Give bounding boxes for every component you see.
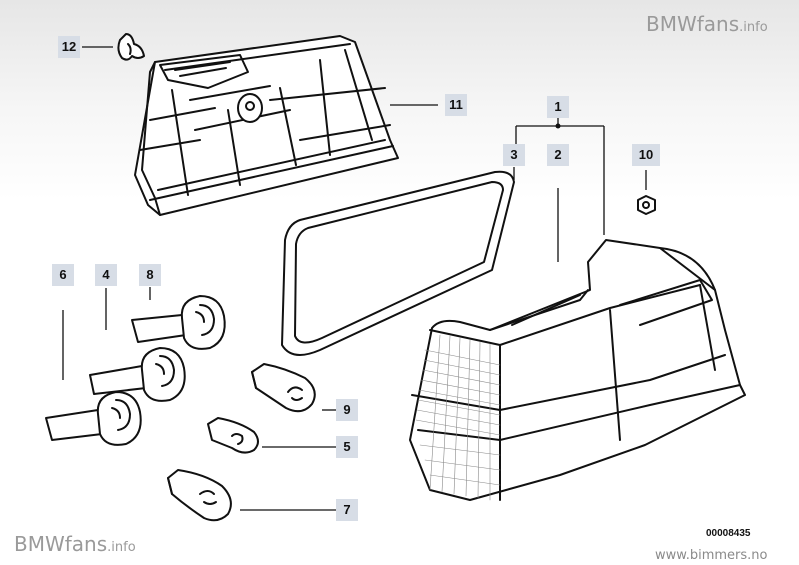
socket-8-part bbox=[131, 295, 226, 350]
bulb-7-part bbox=[167, 469, 232, 522]
watermark-bottom-suffix: .info bbox=[107, 540, 136, 555]
tail-light-part bbox=[409, 239, 746, 501]
callout-11[interactable]: 11 bbox=[445, 94, 467, 116]
watermark-top-brand: BMWfans bbox=[646, 12, 740, 36]
callout-4[interactable]: 4 bbox=[95, 264, 117, 286]
socket-4-part bbox=[89, 347, 186, 402]
seal-part bbox=[281, 170, 515, 356]
callout-12[interactable]: 12 bbox=[58, 36, 80, 58]
watermark-top: BMWfans.info bbox=[646, 12, 768, 36]
callout-5[interactable]: 5 bbox=[336, 436, 358, 458]
bulb-carrier-part bbox=[134, 35, 399, 216]
junction-dot bbox=[555, 123, 561, 129]
watermark-top-suffix: .info bbox=[739, 20, 768, 35]
tail-light-grid bbox=[415, 334, 501, 501]
nut-part bbox=[637, 195, 656, 215]
bulb-5-part bbox=[207, 417, 259, 454]
watermark-bottom: BMWfans.info bbox=[14, 532, 136, 556]
callout-7[interactable]: 7 bbox=[336, 499, 358, 521]
site-url: www.bimmers.no bbox=[655, 548, 768, 563]
callout-9[interactable]: 9 bbox=[336, 399, 358, 421]
callout-10[interactable]: 10 bbox=[632, 144, 660, 166]
diagram-code: 00008435 bbox=[706, 528, 751, 539]
callout-6[interactable]: 6 bbox=[52, 264, 74, 286]
callout-8[interactable]: 8 bbox=[139, 264, 161, 286]
clip-part bbox=[117, 33, 145, 61]
socket-6-part bbox=[45, 391, 142, 446]
callout-3[interactable]: 3 bbox=[503, 144, 525, 166]
watermark-bottom-brand: BMWfans bbox=[14, 532, 108, 556]
callout-2[interactable]: 2 bbox=[547, 144, 569, 166]
bulb-9-part bbox=[251, 363, 316, 413]
callout-1[interactable]: 1 bbox=[547, 96, 569, 118]
